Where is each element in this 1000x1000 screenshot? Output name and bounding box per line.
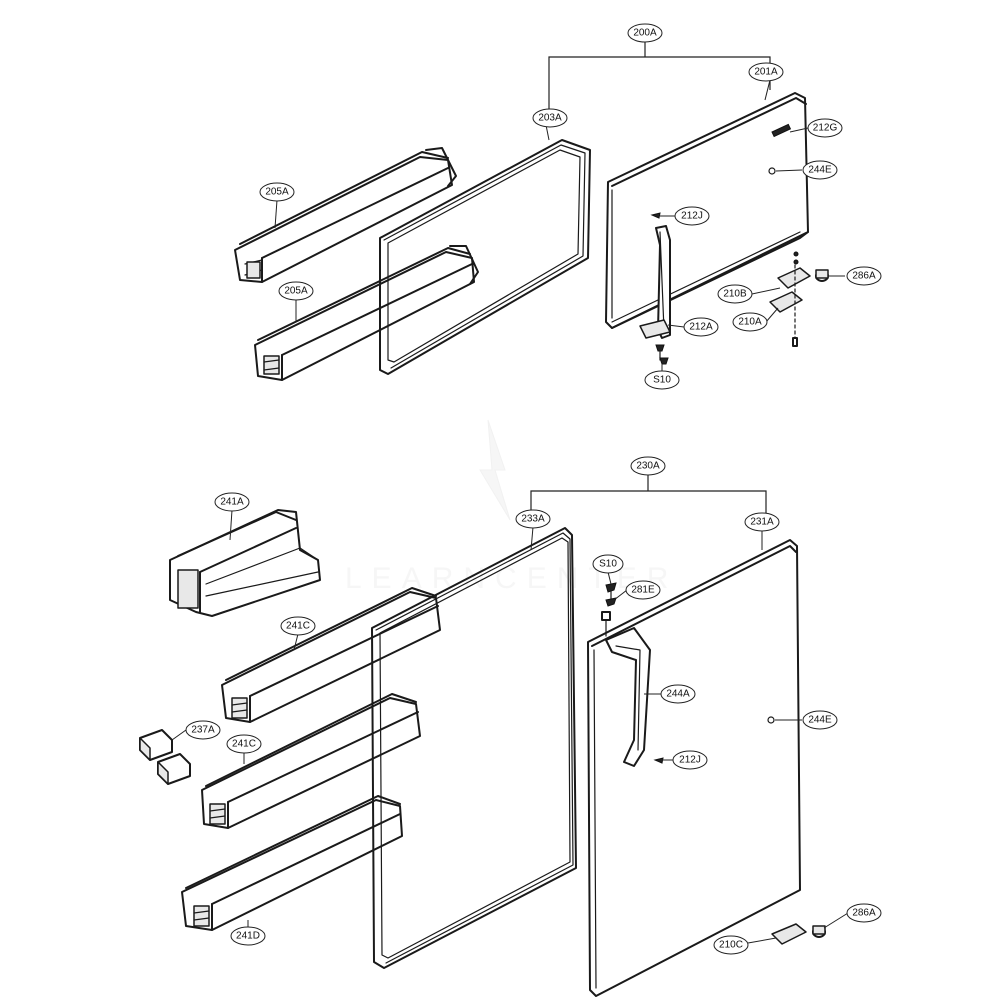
label-200A: 200A bbox=[627, 23, 663, 43]
label-244A: 244A bbox=[660, 684, 696, 704]
door-handle-244A bbox=[605, 627, 651, 767]
label-241A: 241A bbox=[214, 492, 250, 512]
svg-text:212A: 212A bbox=[689, 322, 713, 333]
svg-text:244A: 244A bbox=[666, 689, 690, 700]
label-230A: 230A bbox=[630, 456, 666, 476]
label-231A: 231A bbox=[744, 512, 780, 532]
label-244E-bottom: 244E bbox=[802, 710, 838, 730]
door-bin-241C-lower bbox=[201, 693, 421, 829]
hinge-assembly-top bbox=[769, 251, 829, 347]
watermark-logo: LEARNCENTER bbox=[345, 419, 668, 595]
label-212A: 212A bbox=[683, 317, 719, 337]
svg-text:244E: 244E bbox=[808, 165, 832, 176]
svg-text:210B: 210B bbox=[723, 289, 747, 300]
label-244E-top: 244E bbox=[802, 160, 838, 180]
group-bracket-230A bbox=[530, 490, 767, 516]
label-S10-top: S10 bbox=[644, 370, 680, 390]
label-212J-top: 212J bbox=[674, 206, 710, 226]
label-286A-bottom: 286A bbox=[846, 903, 882, 923]
group-bracket-200A bbox=[548, 56, 771, 118]
svg-text:241D: 241D bbox=[236, 931, 260, 942]
label-237A: 237A bbox=[185, 720, 221, 740]
screw-S10-bottom bbox=[601, 582, 617, 637]
svg-text:241C: 241C bbox=[286, 621, 310, 632]
label-212J-bottom: 212J bbox=[672, 750, 708, 770]
svg-text:210A: 210A bbox=[738, 317, 762, 328]
svg-text:231A: 231A bbox=[750, 517, 774, 528]
svg-text:212J: 212J bbox=[679, 755, 701, 766]
clips-237A bbox=[139, 729, 191, 785]
label-205A-upper: 205A bbox=[259, 182, 295, 202]
svg-text:241A: 241A bbox=[220, 497, 244, 508]
label-210C: 210C bbox=[713, 935, 749, 955]
label-S10-bottom: S10 bbox=[592, 554, 624, 574]
svg-text:212J: 212J bbox=[681, 211, 703, 222]
door-bin-241D bbox=[181, 795, 403, 931]
door-handle-212A bbox=[639, 225, 671, 339]
door-bin-205A-lower bbox=[254, 245, 479, 381]
svg-text:205A: 205A bbox=[284, 286, 308, 297]
svg-text:201A: 201A bbox=[754, 67, 778, 78]
svg-text:S10: S10 bbox=[653, 375, 671, 386]
hinge-assembly-bottom bbox=[771, 923, 826, 945]
label-241D: 241D bbox=[230, 926, 266, 946]
svg-text:281E: 281E bbox=[631, 585, 655, 596]
svg-text:S10: S10 bbox=[599, 559, 617, 570]
label-241C-lower: 241C bbox=[226, 734, 262, 754]
label-210B: 210B bbox=[717, 284, 753, 304]
gasket-203A bbox=[379, 139, 591, 375]
label-233A: 233A bbox=[515, 509, 551, 529]
svg-text:210C: 210C bbox=[719, 940, 743, 951]
svg-text:244E: 244E bbox=[808, 715, 832, 726]
svg-text:230A: 230A bbox=[636, 461, 660, 472]
label-212G: 212G bbox=[807, 118, 843, 138]
svg-text:203A: 203A bbox=[538, 113, 562, 124]
svg-text:237A: 237A bbox=[191, 725, 215, 736]
label-286A-top: 286A bbox=[846, 266, 882, 286]
screw-S10-top bbox=[655, 344, 669, 365]
door-bin-205A-upper bbox=[234, 147, 457, 283]
label-210A: 210A bbox=[732, 312, 768, 332]
svg-text:241C: 241C bbox=[232, 739, 256, 750]
svg-text:212G: 212G bbox=[813, 123, 838, 134]
label-203A: 203A bbox=[532, 108, 568, 128]
svg-text:286A: 286A bbox=[852, 271, 876, 282]
label-281E: 281E bbox=[625, 580, 661, 600]
gasket-233A bbox=[371, 527, 577, 969]
label-201A: 201A bbox=[748, 62, 784, 82]
label-205A-lower: 205A bbox=[278, 281, 314, 301]
svg-text:200A: 200A bbox=[633, 28, 657, 39]
storage-bin-241A bbox=[169, 509, 321, 617]
label-241C-upper: 241C bbox=[280, 616, 316, 636]
freezer-door-201A bbox=[605, 92, 809, 329]
svg-text:286A: 286A bbox=[852, 908, 876, 919]
svg-text:233A: 233A bbox=[521, 514, 545, 525]
svg-text:205A: 205A bbox=[265, 187, 289, 198]
